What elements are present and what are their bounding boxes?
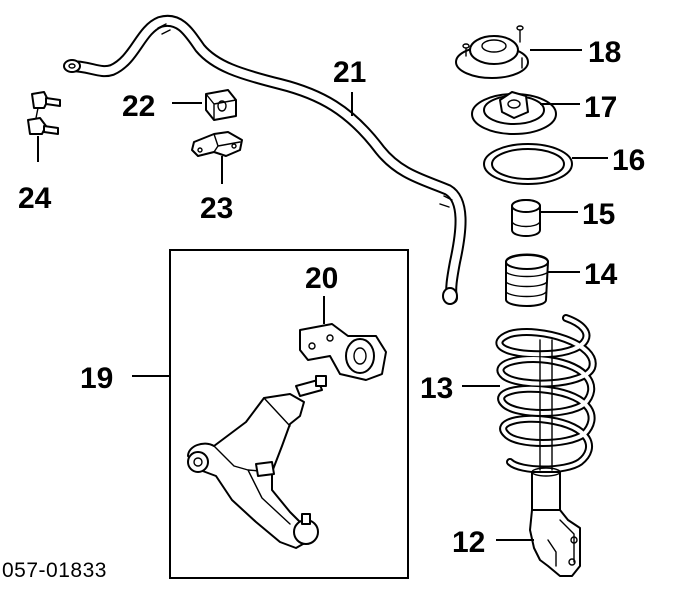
callout-13: 13 xyxy=(420,372,453,405)
upper-spring-seat xyxy=(471,91,557,135)
bump-stop xyxy=(511,199,541,237)
callout-18: 18 xyxy=(588,36,621,69)
bushing-bracket xyxy=(191,131,243,157)
callout-15: 15 xyxy=(582,198,615,231)
stabilizer-link xyxy=(27,91,61,135)
leader-lines xyxy=(37,49,608,541)
stabilizer-bushing xyxy=(205,89,237,121)
coil-spring xyxy=(495,314,597,474)
stabilizer-bar xyxy=(63,14,467,305)
arm-bushing xyxy=(299,323,387,381)
callout-17: 17 xyxy=(584,91,617,124)
dust-boot xyxy=(505,253,549,307)
callout-19: 19 xyxy=(80,362,113,395)
callout-14: 14 xyxy=(584,258,618,291)
callout-16: 16 xyxy=(612,144,645,177)
callout-12: 12 xyxy=(452,526,485,559)
callout-23: 23 xyxy=(200,192,233,225)
diagram-reference-code: 057-01833 xyxy=(2,559,107,582)
lower-arm-frame xyxy=(169,249,409,579)
callout-20: 20 xyxy=(305,262,338,295)
strut-mount xyxy=(455,25,529,79)
callout-22: 22 xyxy=(122,90,155,123)
strut-assembly xyxy=(529,467,581,577)
callout-24: 24 xyxy=(18,182,52,215)
spring-insulator xyxy=(483,143,573,185)
callout-21: 21 xyxy=(333,56,366,89)
lower-control-arm xyxy=(187,375,327,549)
